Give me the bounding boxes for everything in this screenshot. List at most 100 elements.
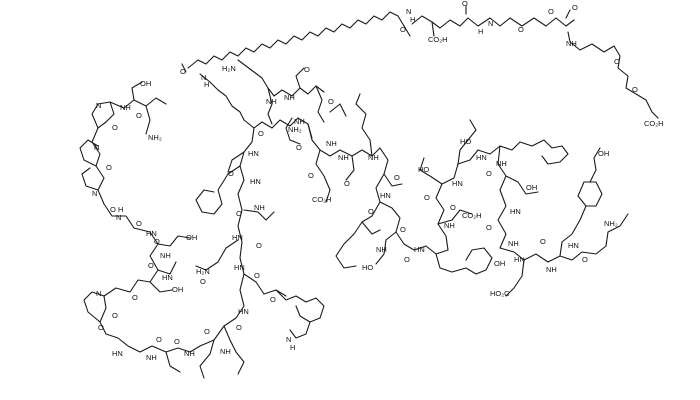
ser5-o-label: O	[424, 193, 430, 202]
ser2-oh-label: OH	[186, 233, 197, 242]
gln2-o2-label: O	[254, 271, 260, 280]
aib2-nh-label: NH	[546, 265, 557, 274]
backbone-right-middle	[419, 119, 569, 251]
glu2-ho2c-label: HO₂C	[490, 289, 510, 298]
thr2-oh-label: OH	[526, 183, 537, 192]
trp-h-label: H	[290, 343, 295, 352]
ile3-o-label: O	[368, 207, 374, 216]
ser-o-label: O	[136, 111, 142, 120]
lys-o-label: O	[258, 129, 264, 138]
aib-nh-label: NH	[368, 153, 379, 162]
ether-o-label-4: O	[632, 85, 638, 94]
gly5-o-label: O	[486, 223, 492, 232]
ala-h-label: H	[118, 205, 123, 214]
polyproline-segment	[79, 81, 167, 205]
pro2-n-label: N	[94, 143, 99, 152]
pro3-o-label: O	[110, 205, 116, 214]
ile-o-label: O	[328, 97, 334, 106]
ser2-o-label: O	[154, 237, 160, 246]
leu2-o-label: O	[344, 179, 350, 188]
glu-h-label: H	[410, 15, 415, 24]
amide-oxygen-label: O	[180, 67, 186, 76]
thr-ho-label: HO	[460, 137, 471, 146]
asp2-nh-label: NH	[444, 221, 455, 230]
aib2-hn-label: HN	[568, 241, 579, 250]
phe-nh-label: NH	[254, 203, 265, 212]
glu2-hn-label: HN	[514, 255, 525, 264]
backbone-middle-lower	[335, 173, 493, 275]
oeg-linker	[411, 5, 659, 119]
linker-o-label-2: O	[462, 0, 468, 8]
gly3-o-label: O	[98, 323, 104, 332]
trp-n-label: N	[286, 335, 291, 344]
gly-o-label: O	[136, 219, 142, 228]
linker-nh-label: NH	[566, 39, 577, 48]
ether-o-label-3: O	[614, 57, 620, 66]
gly5-nh-label: NH	[508, 239, 519, 248]
linker-oxygen-label: O	[400, 25, 406, 34]
phe2-nh-label: NH	[496, 159, 507, 168]
lysine-side-chain	[199, 73, 245, 121]
ser2-nh-label: NH	[160, 251, 171, 260]
backbone-middle	[285, 93, 403, 203]
tyr-oh-label: OH	[494, 259, 505, 268]
ile-nh-label: NH	[294, 117, 305, 126]
lys-nh2-label: NH₂	[288, 125, 302, 134]
ala2-n-label: N	[116, 213, 121, 222]
pro1-o-label: O	[112, 123, 118, 132]
thr2-hn-label: HN	[510, 207, 521, 216]
ile2-o-label: O	[204, 327, 210, 336]
asp2-co2h-label: CO₂H	[462, 211, 482, 220]
ala-o-label: O	[304, 65, 310, 74]
backbone-right-end	[499, 147, 629, 297]
val-o-label: O	[174, 337, 180, 346]
atom-labels: O N H H₂N O N H CO₂H O H N O O O NH O O …	[92, 0, 664, 362]
lys2-nh-label: NH	[326, 139, 337, 148]
phe2-o-label: O	[486, 169, 492, 178]
ser4-nh-label: NH	[376, 245, 387, 254]
ser3-hn-label: HN	[162, 273, 173, 282]
backbone-upper	[237, 59, 347, 139]
glu-n-label: N	[406, 7, 411, 16]
phe-o-label: O	[236, 209, 242, 218]
gly3-hn-label: HN	[112, 349, 123, 358]
backbone-bottom	[99, 305, 245, 379]
amide-h-label: H	[204, 80, 209, 89]
asp-o-label: O	[308, 171, 314, 180]
ser3-oh-label: OH	[172, 285, 183, 294]
pro4-o-label: O	[112, 311, 118, 320]
glu2-o-label: O	[540, 237, 546, 246]
linker-n-label: N	[488, 19, 493, 28]
backbone-left-column	[195, 127, 287, 307]
ser3-o-label: O	[148, 261, 154, 270]
glu-co2h-label: CO₂H	[428, 35, 448, 44]
pro4-n-label: N	[96, 289, 101, 298]
gln2-o-label: O	[200, 277, 206, 286]
tyr-hn-label: HN	[414, 245, 425, 254]
gln2-hn-label: HN	[234, 263, 245, 272]
linker-h-label: H	[478, 27, 483, 36]
ser-nh-label: NH	[120, 103, 131, 112]
ala3-o-label: O	[228, 169, 234, 178]
pro2-o-label: O	[106, 163, 112, 172]
asp2-hn-label: HN	[452, 179, 463, 188]
val2-o-label: O	[256, 241, 262, 250]
ser-nh2-label: NH₂	[148, 133, 162, 142]
thr-hn-label: HN	[476, 153, 487, 162]
ser4-ho-label: HO	[362, 263, 373, 272]
aib-hn-label: HN	[380, 191, 391, 200]
ala3-hn-label: HN	[248, 149, 259, 158]
tyr2-oh-label: OH	[598, 149, 609, 158]
trp-hn-label: HN	[238, 307, 249, 316]
ether-o-label-2: O	[548, 7, 554, 16]
gly2-o-label: O	[132, 293, 138, 302]
backbone-left-loop	[83, 203, 191, 323]
tyr2-nh2-label: NH₂	[604, 219, 618, 228]
gly-hn-label: HN	[146, 229, 157, 238]
lys-nh-label: NH	[266, 97, 277, 106]
asp-nh-label: NH	[338, 153, 349, 162]
gln-nh2-label: H₂N	[222, 64, 236, 73]
pro3-n-label: N	[92, 189, 97, 198]
